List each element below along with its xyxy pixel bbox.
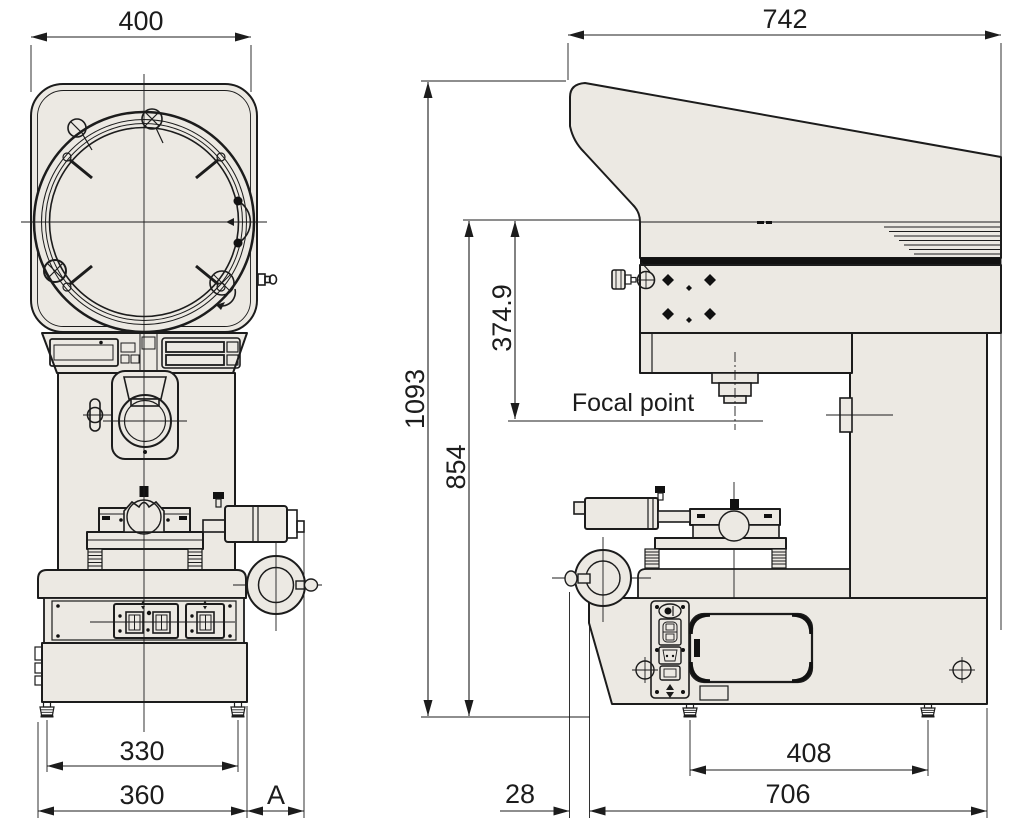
screen-top-screw	[141, 108, 164, 144]
screen-clamp-ticks	[69, 158, 219, 286]
screen-side-knob	[257, 273, 278, 286]
head-underside	[639, 332, 853, 374]
leveling-foot	[230, 701, 246, 718]
hood-vent-stripes	[884, 226, 1001, 255]
head-clamp-screw	[611, 261, 656, 290]
leveling-foot	[682, 703, 698, 718]
alignment-target	[949, 657, 975, 683]
base-table-side	[637, 568, 851, 599]
stage-micrometer-side	[573, 486, 691, 530]
dim-overall-height: 1093	[400, 369, 430, 429]
leveling-foot	[39, 701, 55, 718]
readout-panel	[41, 332, 248, 374]
dim-base-depth-side: 706	[765, 779, 810, 809]
stage-bellows	[644, 548, 787, 569]
dim-depth-top: 742	[762, 4, 807, 34]
rocker-switch	[152, 611, 171, 634]
panel-button	[120, 354, 130, 364]
power-inlet	[658, 646, 682, 665]
side-view-drawing	[508, 82, 1002, 718]
handwheel-side	[552, 537, 651, 622]
panel-button	[120, 342, 136, 353]
door-latch	[694, 639, 700, 657]
dimension-arrows	[31, 30, 1001, 816]
stage-micrometer-front	[202, 492, 305, 543]
screen-lower-left-screw	[43, 259, 67, 283]
access-door	[688, 612, 814, 684]
screen-right-clamp	[226, 196, 252, 248]
screen-clamp-dots	[62, 152, 226, 292]
stage-v-block-side	[718, 510, 750, 542]
rocker-switch	[196, 611, 215, 634]
digital-counter-display	[53, 344, 114, 361]
dim-feet-span-side: 408	[786, 738, 831, 768]
base-table-front	[37, 569, 247, 599]
front-view-drawing	[21, 74, 322, 732]
accent-bar	[640, 257, 1001, 265]
extension-lines	[30, 43, 1002, 818]
rating-label	[699, 685, 729, 701]
lens-mount	[83, 370, 187, 460]
dim-feet-span-front: 330	[119, 736, 164, 766]
column-clamp-tab	[826, 397, 893, 433]
screen-rotation-knob	[209, 270, 237, 310]
dim-focal-distance: 374.9	[487, 284, 517, 352]
alignment-target	[632, 657, 658, 683]
dim-base-width-front: 360	[119, 780, 164, 810]
stage-bellows	[87, 548, 203, 572]
fuse-holder	[659, 665, 681, 681]
xy-stage-front	[86, 486, 305, 572]
dim-rear-gap: 28	[505, 779, 535, 809]
rocker-switch	[125, 611, 144, 634]
leveling-foot	[920, 703, 936, 718]
dimension-annotations: 400 742 330 360 A 28 706 408 1093 854 37…	[30, 4, 1002, 818]
panel-button	[130, 354, 140, 364]
xy-stage-side	[573, 482, 787, 598]
screen-upper-left-screw	[67, 118, 93, 151]
base-cabinet-front	[34, 642, 248, 703]
side-column	[849, 332, 988, 599]
head-panel	[611, 261, 1002, 334]
dim-screen-center-height: 854	[441, 444, 471, 489]
projection-hood	[569, 82, 1002, 259]
handwheel-front	[233, 543, 322, 631]
power-panel	[650, 600, 690, 699]
power-switch	[658, 618, 682, 646]
lens-side	[711, 352, 759, 430]
dim-front-width: 400	[118, 6, 163, 36]
power-indicator	[658, 603, 682, 619]
label-focal-point: Focal point	[572, 389, 694, 417]
dim-overhang-a: A	[267, 780, 285, 810]
